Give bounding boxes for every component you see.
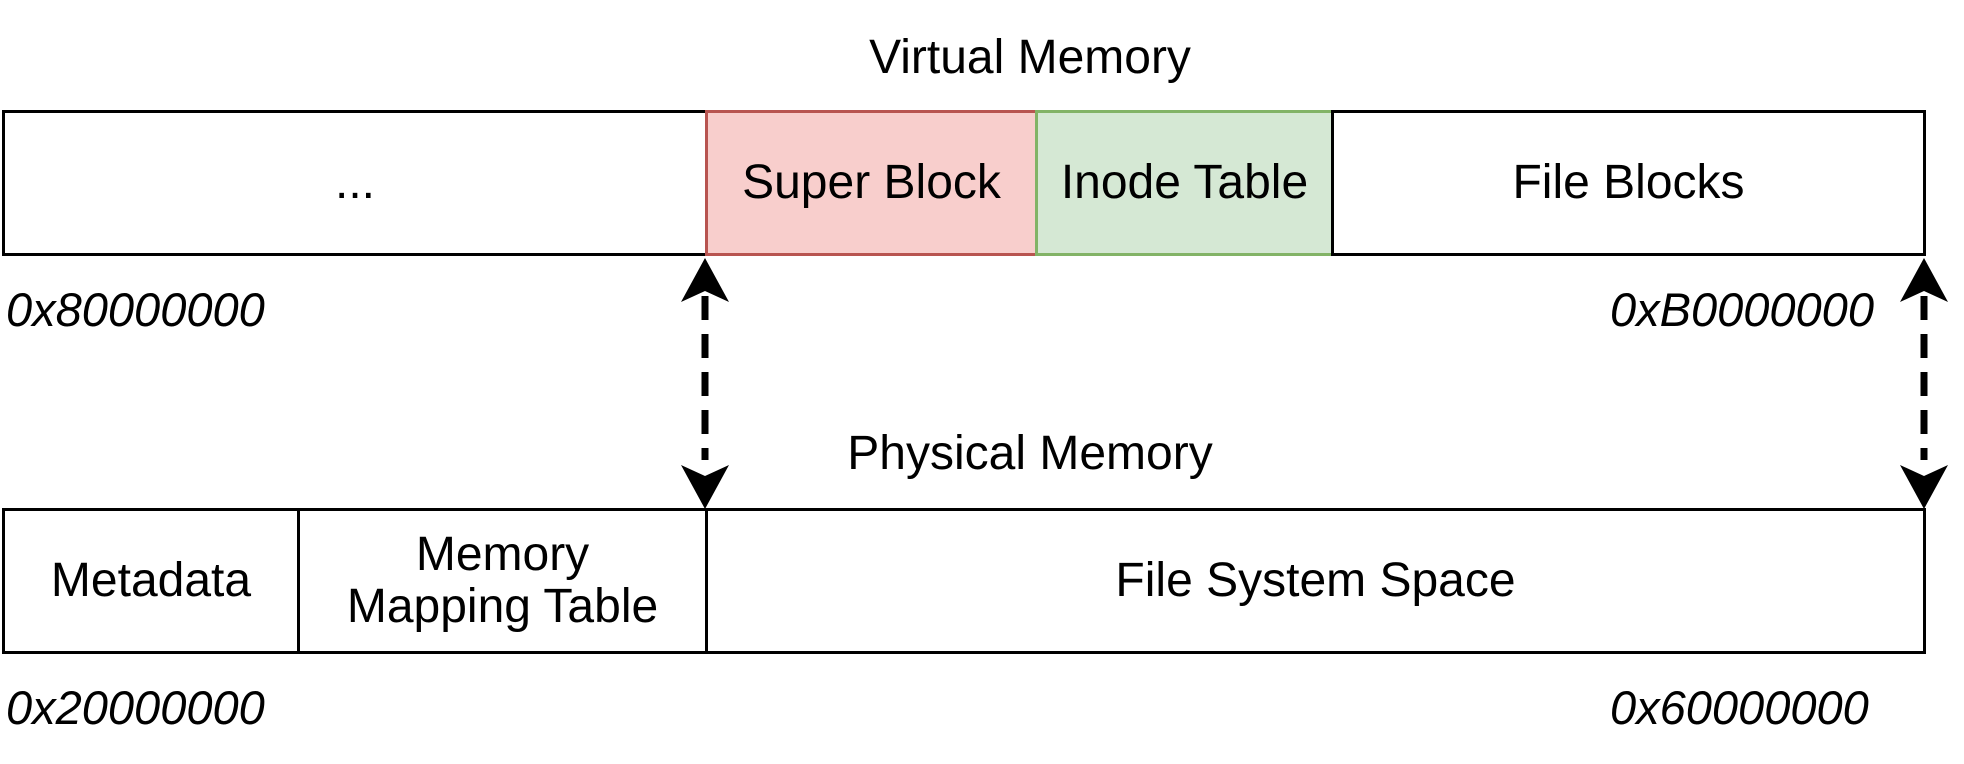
physical-start-address: 0x20000000: [6, 681, 265, 734]
virtual-block-file-blocks: File Blocks: [1331, 110, 1926, 256]
virtual-block-inode-table: Inode Table: [1035, 110, 1334, 256]
physical-memory-title: Physical Memory: [847, 427, 1213, 480]
mapping-arrow-super-block-head-up: [681, 258, 729, 302]
physical-memory-bar: Metadata Memory Mapping Table File Syste…: [2, 508, 1926, 654]
physical-block-memory-mapping-table: Memory Mapping Table: [297, 508, 708, 654]
virtual-memory-title: Virtual Memory: [869, 31, 1191, 84]
virtual-block-ellipsis: ...: [2, 110, 708, 256]
physical-block-file-system-space: File System Space: [705, 508, 1926, 654]
physical-block-metadata: Metadata: [2, 508, 300, 654]
virtual-block-super-block: Super Block: [705, 110, 1038, 256]
virtual-memory-bar: ... Super Block Inode Table File Blocks: [2, 110, 1926, 256]
virtual-end-address: 0xB0000000: [1610, 283, 1874, 336]
physical-end-address: 0x60000000: [1610, 681, 1869, 734]
virtual-start-address: 0x80000000: [6, 283, 265, 336]
mapping-arrow-file-blocks-head-up: [1900, 258, 1948, 302]
